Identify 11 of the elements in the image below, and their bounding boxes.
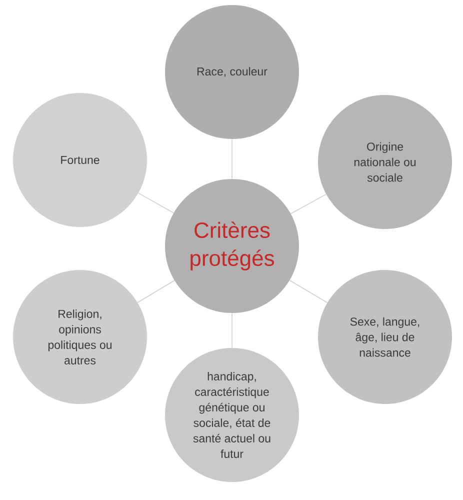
topic-label: Religion, opinions politiques ou autres bbox=[48, 310, 112, 364]
topic-label: handicap, caractéristique génétique ou sociale, état de santé actuel ou futur bbox=[193, 372, 270, 458]
connector-line bbox=[137, 280, 175, 303]
topic-label: Race, couleur bbox=[197, 67, 268, 77]
topic-label: Fortune bbox=[61, 156, 100, 164]
connector-line bbox=[289, 280, 328, 304]
hub-title: Critères protégés bbox=[190, 222, 274, 270]
connector-line bbox=[138, 192, 174, 214]
topic-label: Origine nationale ou sociale bbox=[354, 142, 416, 182]
connector-line bbox=[290, 194, 326, 214]
topic-label: Sexe, langue, âge, lieu de naissance bbox=[350, 317, 420, 357]
